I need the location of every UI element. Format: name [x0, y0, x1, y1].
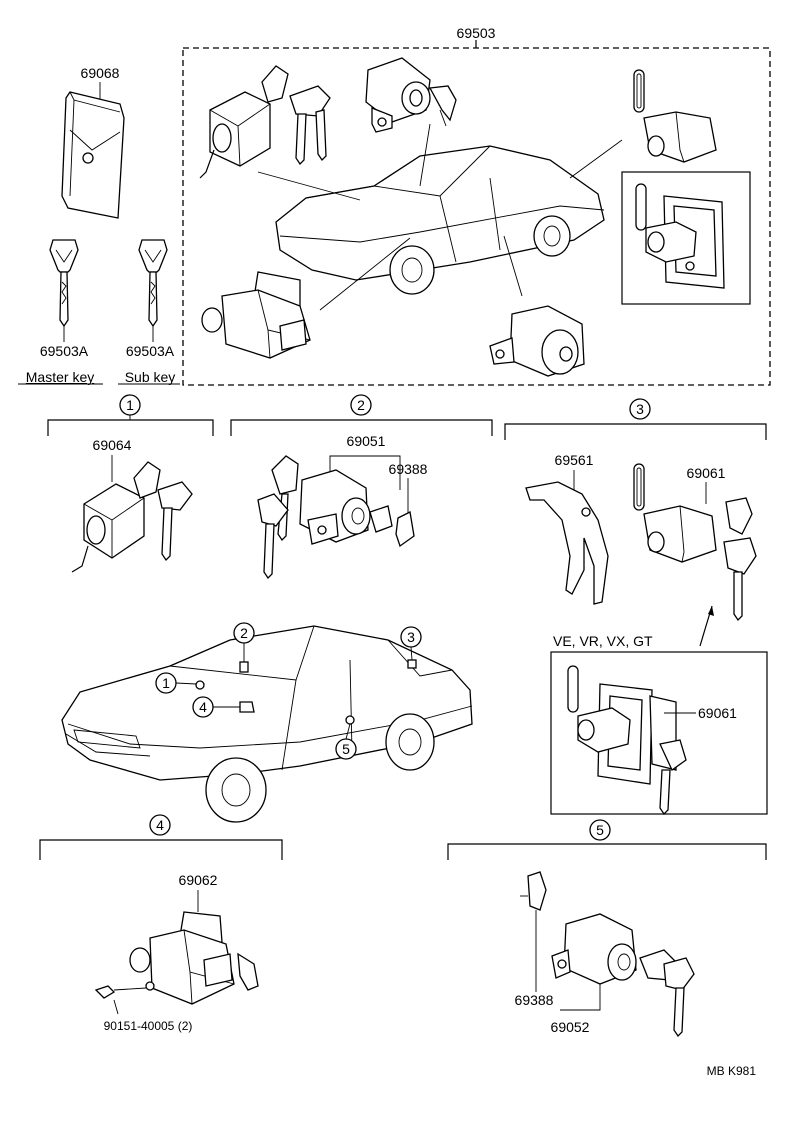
- part-number-69051: 69051: [347, 433, 386, 449]
- door-lock-cylinder-set: [365, 57, 457, 133]
- car-illustration-set: [275, 145, 605, 295]
- car-marker-3: 3: [400, 626, 422, 669]
- door-lock-set: [489, 305, 585, 377]
- group-4-glove-box-lock: 69062 90151-40005 (2): [94, 872, 259, 1033]
- part-number-69061: 69061: [687, 465, 726, 481]
- group-header-2: 2: [230, 394, 493, 436]
- set-part-number: 69503: [457, 25, 496, 41]
- svg-text:2: 2: [240, 625, 248, 641]
- group-marker-2: 2: [357, 397, 365, 413]
- svg-text:4: 4: [199, 699, 207, 715]
- variant-part-number: 69061: [698, 705, 737, 721]
- car-marker-1: 1: [155, 672, 205, 694]
- group-header-4: 4: [39, 814, 283, 860]
- car-illustration-main: [61, 625, 473, 823]
- key-holder-part-number: 69068: [81, 65, 120, 81]
- part-number-69388-b: 69388: [515, 992, 554, 1008]
- part-number-69062: 69062: [179, 872, 218, 888]
- group-marker-5: 5: [596, 822, 604, 838]
- sub-key: 69503A Sub key: [118, 239, 180, 385]
- set-pointer-arrows: [257, 123, 623, 311]
- car-marker-2: 2: [233, 622, 255, 673]
- group-5-door-lock: 69388 69052: [515, 871, 695, 1038]
- glove-box-lock-set: [201, 271, 311, 359]
- group-marker-1: 1: [126, 397, 134, 413]
- ignition-lock-cylinder: [199, 65, 331, 179]
- group-marker-3: 3: [636, 401, 644, 417]
- sub-key-part-number: 69503A: [126, 343, 175, 359]
- part-number-69064: 69064: [93, 437, 132, 453]
- group-3-trunk-lock: 69561 69061: [525, 452, 757, 647]
- part-number-69388-a: 69388: [389, 461, 428, 477]
- variant-box: VE, VR, VX, GT 69061: [550, 633, 768, 816]
- car-marker-4: 4: [192, 696, 255, 718]
- part-number-69052: 69052: [551, 1019, 590, 1035]
- group-header-3: 3: [504, 398, 767, 440]
- part-number-69561: 69561: [555, 452, 594, 468]
- variant-grades: VE, VR, VX, GT: [553, 633, 653, 649]
- group-header-1: 1: [47, 394, 214, 436]
- sheet-code: MB K981: [707, 1064, 757, 1078]
- master-key-part-number: 69503A: [40, 343, 89, 359]
- group-marker-4: 4: [156, 817, 164, 833]
- svg-text:5: 5: [342, 741, 350, 757]
- car-markers: 1 2 3 4 5: [155, 622, 422, 760]
- key-holder: 69068: [61, 65, 125, 219]
- svg-text:1: 1: [162, 675, 170, 691]
- trunk-lock-set: [633, 69, 717, 163]
- svg-text:3: 3: [407, 629, 415, 645]
- part-number-90151: 90151-40005 (2): [104, 1019, 193, 1033]
- set-variant-box: [621, 171, 751, 305]
- car-marker-5: 5: [335, 715, 357, 760]
- master-key-caption: Master key: [26, 369, 94, 385]
- group-1-ignition-lock: 69064: [71, 437, 193, 573]
- sub-key-caption: Sub key: [125, 369, 176, 385]
- group-header-5: 5: [447, 819, 767, 860]
- lock-set-box: 69503: [182, 25, 771, 386]
- master-key: 69503A Master key: [18, 239, 103, 385]
- group-2-door-lock: 69051 69388: [257, 433, 428, 580]
